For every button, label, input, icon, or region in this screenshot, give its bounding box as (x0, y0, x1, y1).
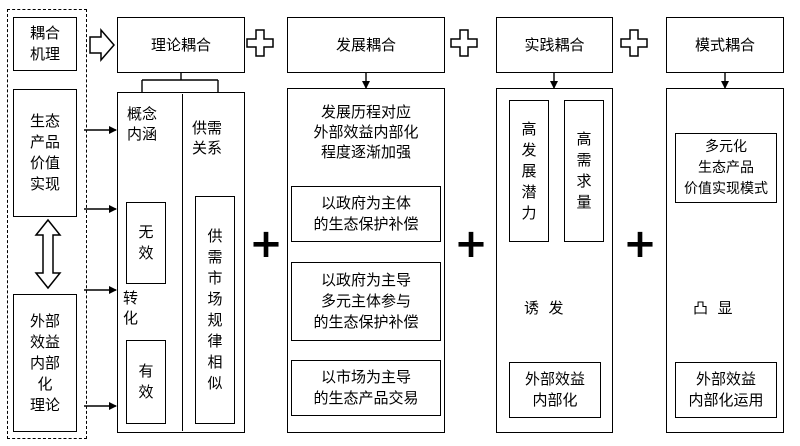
eco-product-box: 生态 产品 价值 实现 (13, 89, 77, 217)
header-theory: 理论耦合 (117, 17, 245, 73)
potential-box: 高发展潜力 (509, 100, 549, 242)
demand-box: 高需求量 (564, 100, 604, 242)
emerge-label: 凸 显 (693, 298, 733, 318)
valid-box: 有效 (126, 340, 166, 424)
hollow-right-arrow-icon (89, 27, 115, 63)
eco-product-label: 生态 产品 价值 实现 (29, 112, 60, 193)
invalid-box: 无效 (126, 202, 166, 284)
header-mode: 模式耦合 (666, 17, 784, 73)
hollow-updown-arrow-icon (34, 218, 62, 290)
plus-sign-3: + (623, 221, 657, 267)
mechanism-label: 耦合 机理 (29, 24, 60, 63)
practice-result-box: 外部效益 内部化 (509, 362, 601, 418)
hollow-plus-icon-1 (246, 29, 274, 57)
stage1-box: 以政府为主体 的生态保护补偿 (291, 186, 441, 242)
transform-label: 转 化 (123, 289, 139, 327)
plus-sign-2: + (454, 221, 488, 267)
header-development: 发展耦合 (287, 17, 445, 73)
externality-label: 外部 效益 内部 化 理论 (29, 311, 60, 414)
hollow-plus-icon-3 (620, 29, 648, 57)
multi-mode-box: 多元化 生态产品 价值实现模式 (675, 133, 777, 203)
stage3-box: 以市场为主导 的生态产品交易 (291, 360, 441, 416)
plus-sign-1: + (249, 221, 283, 267)
supply-demand-label: 供需关系 (192, 119, 223, 157)
development-intro: 发展历程对应 外部效益内部化 程度逐渐加强 (313, 103, 419, 161)
externality-box: 外部 效益 内部 化 理论 (13, 294, 77, 432)
concept-label: 概念内涵 (127, 105, 158, 143)
header-practice: 实践耦合 (496, 17, 613, 73)
induce-label: 诱 发 (524, 298, 564, 318)
stage2-box: 以政府为主导 多元主体参与 的生态保护补偿 (291, 262, 441, 341)
mode-result-box: 外部效益 内部化运用 (675, 362, 777, 418)
hollow-plus-icon-2 (450, 29, 478, 57)
mechanism-box: 耦合 机理 (13, 17, 77, 71)
market-law-box: 供需市场规律相似 (195, 196, 235, 424)
left-dashed-container (7, 9, 87, 439)
